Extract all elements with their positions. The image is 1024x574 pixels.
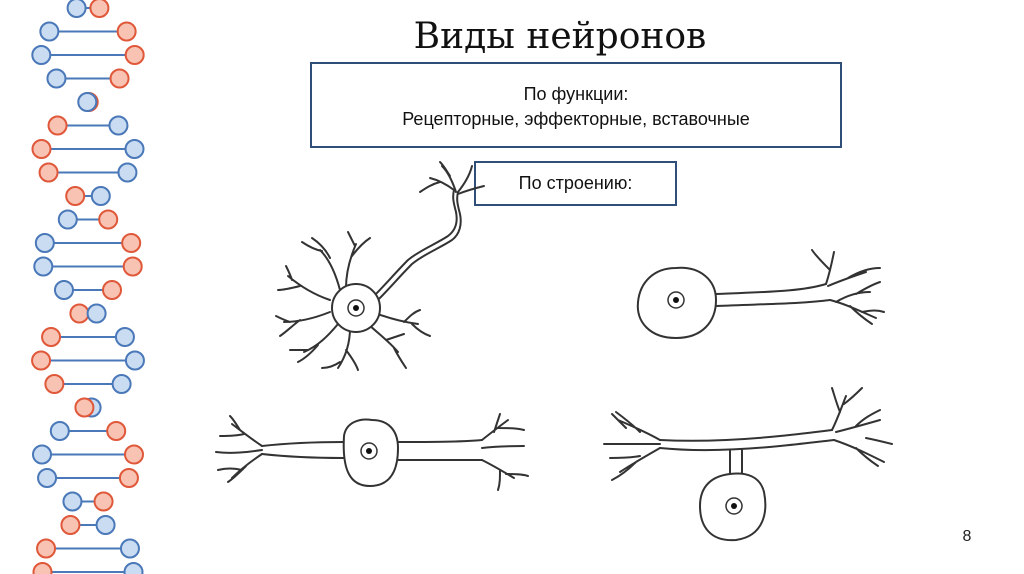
dna-node-red (89, 0, 110, 18)
dna-node-blue (86, 303, 107, 324)
dna-node-red (44, 374, 65, 394)
dna-node-blue (46, 68, 67, 89)
dna-node-blue (90, 186, 111, 206)
dna-node-red (41, 327, 62, 347)
unipolar-neuron (636, 249, 885, 339)
dna-node-red (102, 280, 123, 300)
dna-node-red (31, 139, 52, 159)
dna-node-blue (114, 327, 135, 347)
dna-node-blue (124, 139, 145, 159)
structure-box: По строению: (474, 161, 677, 206)
structure-heading: По строению: (518, 173, 633, 193)
dna-node-red (38, 162, 59, 183)
dna-node-blue (124, 350, 145, 371)
function-types: Рецепторные, эффекторные, вставочные (402, 109, 750, 129)
page-number: 8 (962, 528, 972, 545)
dna-node-blue (37, 468, 58, 488)
bipolar-neuron (215, 413, 529, 491)
dna-node-blue (119, 538, 140, 559)
dna-node-blue (108, 115, 129, 136)
dna-node-red (109, 68, 130, 89)
dna-node-red (32, 562, 53, 574)
dna-node-blue (111, 374, 132, 394)
dna-node-red (121, 233, 142, 253)
dna-node-red (65, 186, 86, 206)
dna-node-blue (32, 444, 53, 465)
dna-node-red (60, 515, 81, 535)
pseudounipolar-neuron (603, 387, 893, 542)
dna-node-red (123, 444, 144, 465)
dna-node-blue (62, 491, 83, 512)
dna-node-blue (53, 280, 74, 300)
dna-node-blue (33, 256, 54, 277)
function-box: По функции: Рецепторные, эффекторные, вс… (310, 62, 842, 148)
dna-node-blue (66, 0, 87, 18)
dna-node-red (74, 397, 95, 418)
dna-node-red (47, 115, 68, 136)
dna-node-red (93, 491, 114, 512)
dna-node-blue (95, 515, 116, 535)
dna-node-blue (49, 421, 70, 441)
dna-node-blue (77, 92, 98, 112)
dna-node-red (118, 468, 139, 488)
function-heading: По функции: (523, 84, 629, 104)
dna-node-red (124, 45, 145, 65)
dna-node-red (116, 21, 137, 42)
slide-title: Виды нейронов (413, 16, 707, 57)
dna-node-blue (39, 21, 60, 42)
dna-node-red (122, 256, 143, 277)
dna-node-blue (31, 45, 52, 65)
dna-node-blue (57, 209, 78, 230)
dna-node-red (36, 538, 57, 559)
dna-node-red (98, 209, 119, 230)
dna-node-blue (117, 162, 138, 183)
dna-node-blue (34, 233, 55, 253)
dna-node-blue (123, 562, 144, 574)
multipolar-neuron (275, 161, 485, 371)
dna-node-red (106, 421, 127, 441)
dna-helix-decoration (31, 0, 145, 574)
dna-node-red (31, 350, 52, 371)
